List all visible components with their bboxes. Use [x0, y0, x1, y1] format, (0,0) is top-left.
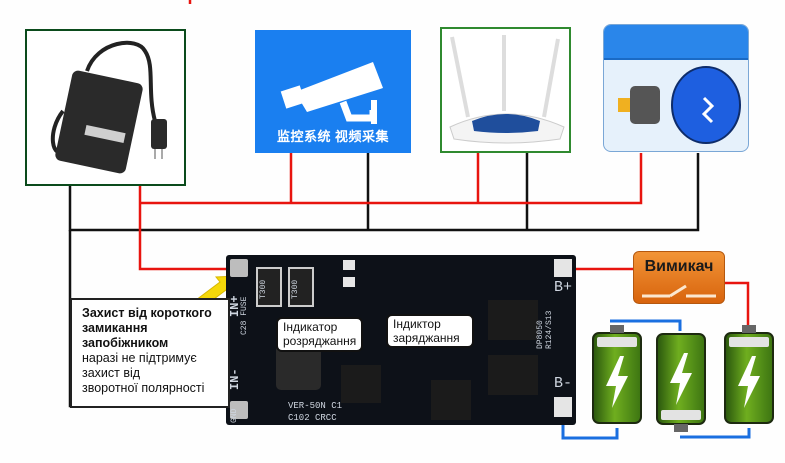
silk-ver: VER-50N C1: [288, 401, 343, 411]
fuse-component: [256, 267, 282, 307]
note-bold-line2: замикання: [82, 321, 148, 335]
silk-fuse: C28 FUSE: [240, 296, 249, 335]
cctv-camera-icon: [280, 62, 383, 124]
note-bold-line1: Захист від короткого: [82, 306, 212, 320]
silk-t300a: T300: [259, 279, 268, 299]
protection-note: Захист від короткого замикання запобіжни…: [70, 298, 230, 408]
light-bulb-icon: [618, 66, 741, 144]
silk-b-minus: B-: [554, 375, 573, 392]
battery-terminal: [742, 325, 756, 333]
camera-caption: 监控系统 视频采集: [276, 129, 390, 144]
b-minus-pad: [554, 397, 572, 417]
silk-in-minus: IN-: [228, 368, 242, 390]
note-bold-line3: запобіжником: [82, 336, 169, 350]
switch-label: Вимикач: [644, 258, 714, 275]
lamp-panel-header: [604, 25, 748, 60]
battery-cell-1: [592, 325, 642, 424]
silk-gnd: GND: [230, 408, 239, 423]
fuse-component: [288, 267, 314, 307]
battery-cell-2: [656, 333, 706, 432]
mosfet-chip: [431, 380, 471, 420]
lightning-icon: [738, 356, 760, 408]
lightning-icon: [606, 356, 628, 408]
power-adapter-icon: [50, 40, 167, 174]
silk-b-plus: B+: [554, 279, 573, 296]
in-minus-pad: [230, 401, 248, 419]
charge-indicator-line2: заряджання: [393, 331, 460, 345]
silk-c102: C102 CRCC: [288, 413, 337, 423]
silk-part: DP8050 R124/S13: [536, 310, 554, 349]
discharge-led: [343, 260, 355, 270]
discharge-indicator-line2: розряджання: [283, 334, 357, 348]
silk-t300b: T300: [291, 279, 300, 299]
switch-symbol-icon: [642, 284, 716, 298]
charge-indicator-label: Індиктор заряджання: [386, 314, 474, 348]
wifi-router: [440, 27, 571, 153]
charge-led: [343, 277, 355, 287]
note-line1: наразі не підтримує: [82, 351, 197, 365]
discharge-indicator-label: Індикатор розряджання: [276, 317, 363, 352]
battery-cap: [729, 337, 769, 347]
note-line2: захист від: [82, 366, 141, 380]
cctv-camera-panel: 监控系统 视频采集: [255, 30, 411, 153]
power-adapter: [25, 29, 186, 186]
b-plus-pad: [554, 259, 572, 277]
discharge-indicator-line1: Індикатор: [283, 320, 338, 334]
ic-chip: [341, 365, 381, 403]
battery-terminal: [610, 325, 624, 333]
battery-cap: [597, 337, 637, 347]
mosfet-chip: [488, 355, 538, 395]
note-line3: зворотної полярності: [82, 381, 205, 395]
in-plus-pad: [230, 259, 248, 277]
wifi-router-icon: [449, 35, 565, 144]
battery-link-wire: [561, 319, 751, 440]
charge-indicator-line1: Індиктор: [393, 317, 441, 331]
inductor: [276, 345, 321, 390]
positive-wire: [138, 0, 750, 325]
lightning-icon: [670, 353, 692, 405]
lamp-panel: [603, 24, 749, 152]
battery-cell-3: [724, 325, 774, 424]
battery-cap: [661, 410, 701, 420]
battery-terminal: [674, 424, 688, 432]
mosfet-chip: [488, 300, 538, 340]
power-switch[interactable]: Вимикач: [633, 251, 725, 304]
